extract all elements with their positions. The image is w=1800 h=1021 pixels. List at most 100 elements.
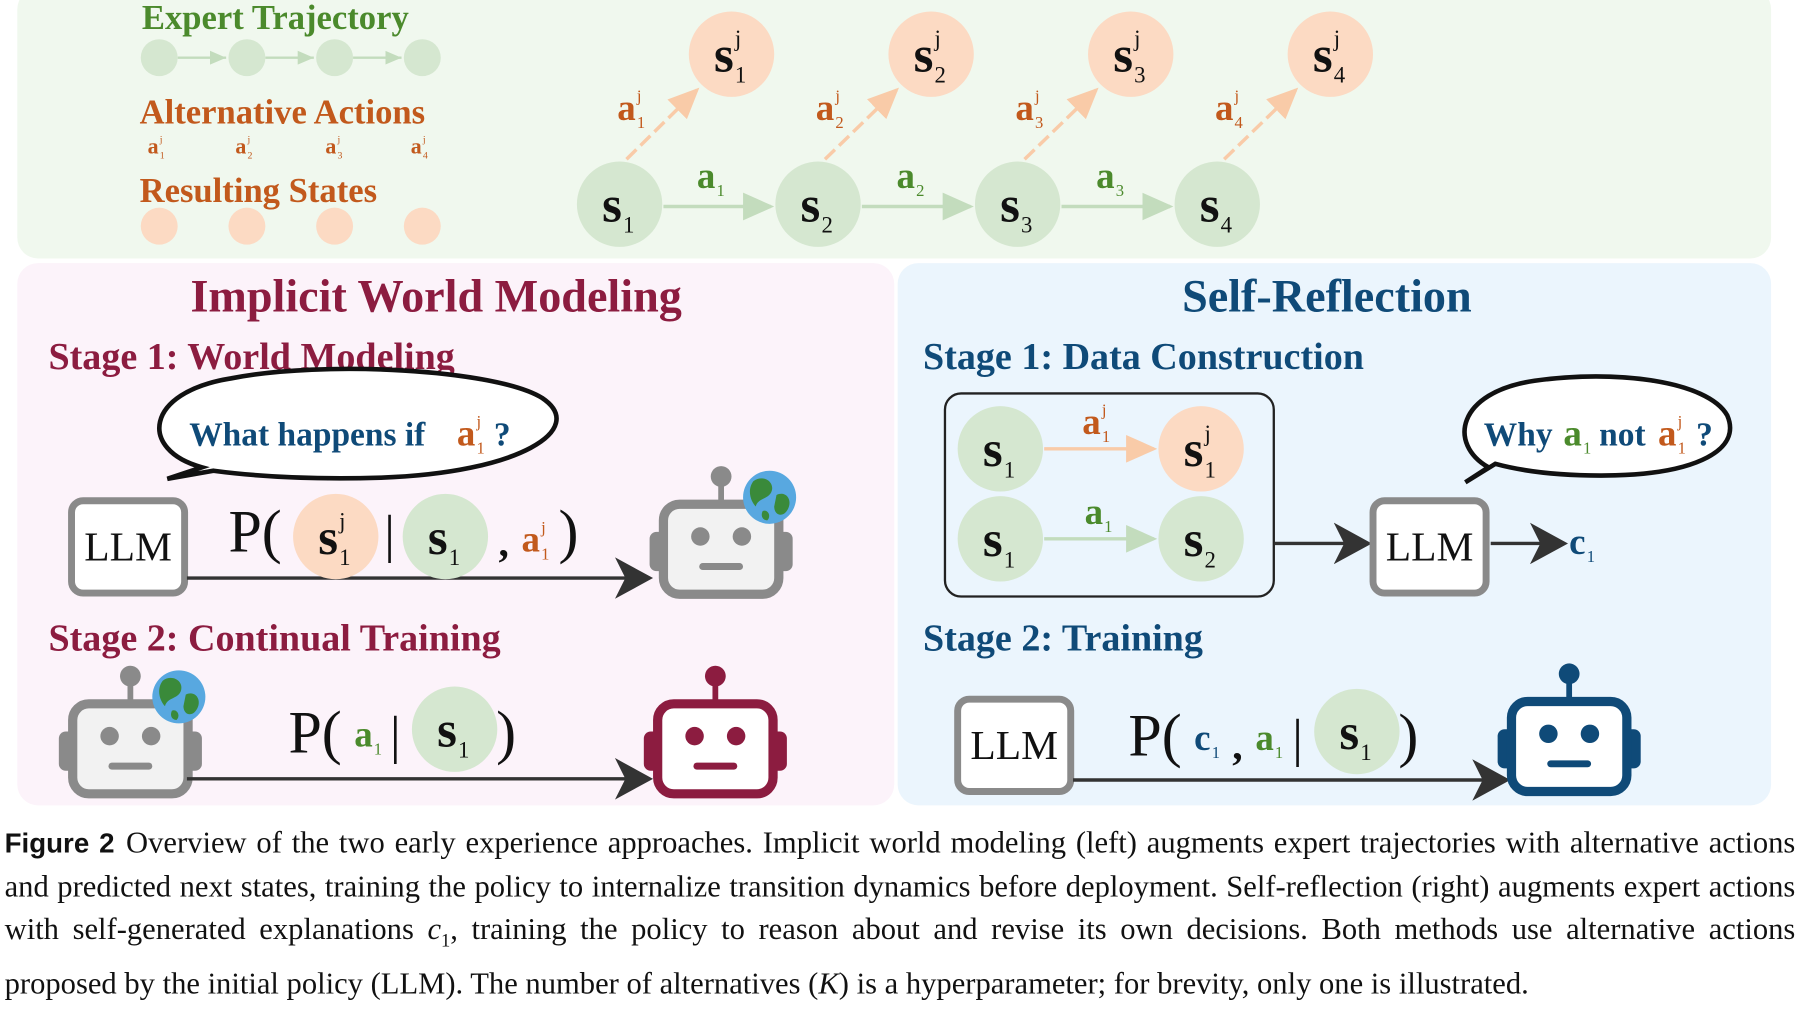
right-eye bbox=[732, 527, 752, 546]
math-base: a bbox=[522, 519, 540, 560]
llm-label: LLM bbox=[1386, 524, 1474, 570]
math-base: s bbox=[1339, 704, 1359, 760]
math-sup: j bbox=[476, 412, 482, 431]
formula2-close: ) bbox=[496, 699, 516, 765]
math-sup: j bbox=[159, 134, 163, 145]
math-base: s bbox=[1200, 177, 1220, 233]
math-sub: 3 bbox=[1134, 63, 1145, 88]
math-sub: 2 bbox=[247, 150, 252, 161]
sr-bubble-question: ? bbox=[1696, 416, 1713, 453]
robot-head bbox=[1506, 696, 1632, 797]
globe-icon bbox=[152, 670, 206, 724]
legend-alternative-actions: Alternative Actions bbox=[140, 93, 425, 131]
math-base: s bbox=[983, 421, 1003, 477]
formula2-state-circle bbox=[411, 686, 498, 772]
math-sub: 4 bbox=[1221, 213, 1233, 238]
math-base: a bbox=[1563, 412, 1581, 453]
left-eye bbox=[685, 726, 704, 746]
reflective-policy-robot-icon bbox=[1497, 663, 1641, 797]
iwm-bubble-question: ? bbox=[494, 416, 511, 453]
right-eye bbox=[1580, 724, 1600, 744]
math-sub: 1 bbox=[1104, 517, 1112, 536]
left-eye bbox=[100, 726, 119, 746]
math-base: a bbox=[697, 155, 715, 196]
math-base: a bbox=[354, 714, 372, 755]
math-sub: 3 bbox=[1116, 181, 1124, 200]
antenna-tip bbox=[1558, 663, 1580, 685]
math-base: s bbox=[1184, 511, 1204, 567]
sr-formula-state-circle bbox=[1314, 688, 1400, 775]
globe-icon bbox=[743, 470, 797, 524]
math-base: a bbox=[1085, 491, 1103, 532]
sr-formula-open: P( bbox=[1128, 703, 1181, 769]
math-base: a bbox=[411, 133, 422, 158]
llm-label: LLM bbox=[970, 722, 1058, 768]
iwm-bubble-text: What happens if bbox=[189, 416, 426, 453]
math-base: a bbox=[1215, 87, 1233, 128]
caption-k: K bbox=[818, 965, 839, 1001]
formula2-open: P( bbox=[288, 699, 341, 765]
math-sub: 1 bbox=[477, 438, 485, 457]
state-circles bbox=[576, 11, 1374, 247]
math-base: a bbox=[235, 133, 246, 158]
formula1-next-circle bbox=[293, 493, 379, 580]
antenna-tip bbox=[704, 665, 726, 687]
math-base: s bbox=[1184, 421, 1204, 477]
math-sub: 3 bbox=[1021, 213, 1032, 238]
sr-bubble-why: Why bbox=[1484, 416, 1553, 453]
math-base: a bbox=[457, 412, 475, 453]
iwm-llm-box: LLM bbox=[68, 497, 189, 597]
math-sub: 1 bbox=[1587, 547, 1595, 566]
legend-resulting-dots bbox=[140, 207, 441, 245]
math-sup: j bbox=[246, 134, 250, 145]
math-sub: 1 bbox=[637, 113, 645, 132]
math-base: a bbox=[1255, 717, 1273, 758]
antenna-tip bbox=[119, 665, 141, 687]
math-sub: 1 bbox=[1275, 743, 1283, 762]
formula1-open: P( bbox=[228, 499, 281, 565]
math-sup: j bbox=[934, 26, 941, 51]
math-sub: 1 bbox=[1583, 438, 1591, 457]
math-sub: 2 bbox=[935, 63, 946, 88]
math-sup: j bbox=[422, 134, 426, 145]
math-base: a bbox=[897, 155, 915, 196]
left-eye bbox=[691, 527, 710, 546]
math-sub: 1 bbox=[541, 545, 549, 564]
math-sub: 1 bbox=[1205, 457, 1216, 482]
sr-formula-bar: | bbox=[1292, 710, 1303, 768]
formula2-bar: | bbox=[390, 706, 401, 764]
iwm-stage2-heading: Stage 2: Continual Training bbox=[48, 618, 500, 660]
math-sup: j bbox=[1677, 412, 1683, 431]
llm-label: LLM bbox=[84, 524, 172, 570]
formula1-comma: , bbox=[498, 519, 508, 565]
math-base: s bbox=[1313, 27, 1333, 83]
sr-title: Self-Reflection bbox=[1182, 271, 1472, 322]
formula1-state-circle bbox=[402, 493, 489, 580]
math-base: s bbox=[983, 511, 1003, 567]
math-sup: j bbox=[1204, 421, 1211, 446]
left-eye bbox=[1539, 724, 1558, 744]
math-sub: 1 bbox=[339, 545, 350, 570]
math-base: s bbox=[318, 509, 338, 565]
